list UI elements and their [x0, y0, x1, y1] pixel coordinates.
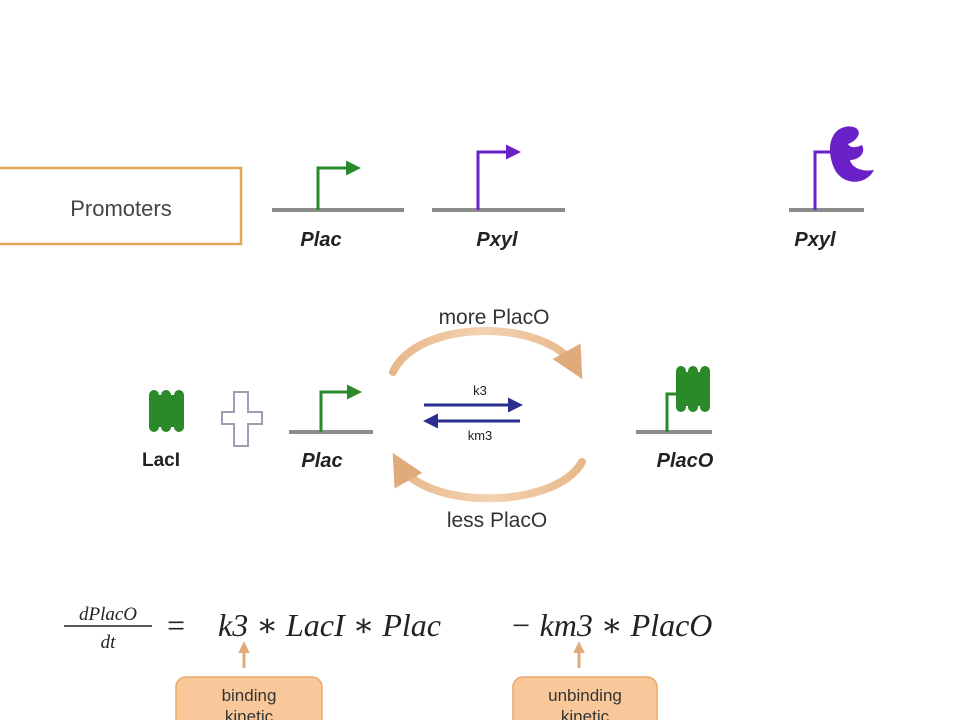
unbinding-note-line1: unbinding: [548, 686, 622, 705]
equation-denominator: dt: [101, 632, 117, 653]
xylr-repressor-icon: [829, 126, 874, 182]
less-placo-arc: [392, 452, 586, 503]
unbinding-kinetic-note: unbinding kinetic: [512, 676, 658, 720]
equation-equals: =: [167, 607, 185, 643]
equation-term-unbinding: − km3 ∗ PlacO: [510, 607, 712, 643]
reverse-rate-label: km3: [468, 428, 493, 443]
binding-kinetic-note: binding kinetic: [175, 676, 323, 720]
binding-note-line1: binding: [222, 686, 277, 705]
binding-note-line2: kinetic: [225, 707, 274, 720]
pxyl-promoter-icon: [432, 144, 565, 212]
pxyl-label-top: Pxyl: [476, 229, 518, 251]
equation-numerator: dPlacO: [79, 604, 137, 625]
plus-icon: [221, 391, 263, 447]
more-placo-arc: [389, 327, 583, 380]
placo-complex-icon: [636, 366, 712, 434]
less-placo-label: less PlacO: [447, 509, 547, 532]
promoters-label: Promoters: [70, 196, 171, 221]
plac-promoter-icon-reaction: [289, 384, 373, 434]
more-placo-label: more PlacO: [439, 306, 550, 329]
equation-term-binding: k3 ∗ LacI ∗ Plac: [218, 607, 441, 643]
unbinding-note-line2: kinetic: [561, 707, 610, 720]
pxyl-bound-promoter-icon: [789, 126, 874, 212]
pxyl-label-bound: Pxyl: [794, 229, 836, 251]
forward-rate-label: k3: [473, 383, 487, 398]
plac-promoter-icon: [272, 160, 404, 212]
plac-label-reaction: Plac: [301, 450, 342, 472]
rate-equation: dPlacO dt = k3 ∗ LacI ∗ Plac − km3 ∗ Pla…: [64, 604, 712, 653]
laci-bound-icon: [676, 366, 710, 412]
placo-label: PlacO: [657, 450, 714, 472]
laci-label: LacI: [142, 450, 180, 471]
promoters-box: Promoters: [0, 166, 243, 246]
plac-label-top: Plac: [300, 229, 341, 251]
laci-dimer-icon: [149, 390, 184, 432]
